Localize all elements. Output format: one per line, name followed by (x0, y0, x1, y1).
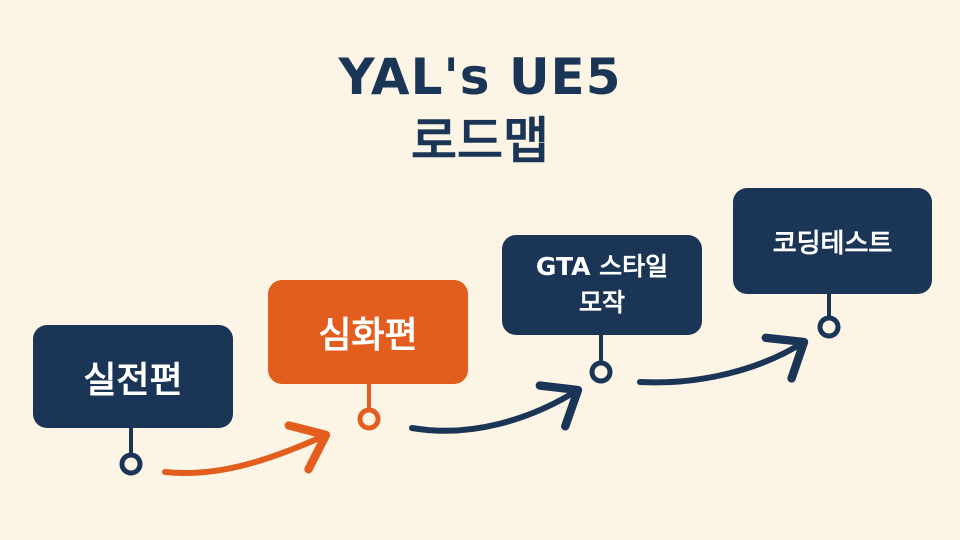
step-box-1: 실전편 (33, 325, 233, 428)
step-box-2: 심화편 (268, 280, 468, 384)
step-label-4: 코딩테스트 (772, 228, 893, 259)
step-label-3: GTA 스타일 모작 (535, 251, 669, 317)
step-box-3: GTA 스타일 모작 (502, 235, 702, 335)
step-box-4: 코딩테스트 (733, 188, 932, 294)
arrow-step-1-to-2 (162, 421, 331, 477)
pin-step-1 (119, 428, 143, 476)
title-line-1: YAL's UE5 (338, 48, 622, 106)
pin-step-3 (589, 335, 613, 384)
pin-step-4 (817, 294, 841, 339)
pin-step-2 (357, 384, 381, 431)
arrow-step-3-to-4 (637, 333, 809, 386)
arrow-step-2-to-3 (409, 381, 583, 434)
step-label-1: 실전편 (83, 359, 183, 401)
title-line-2: 로드맵 (411, 112, 549, 170)
step-label-2: 심화편 (318, 315, 418, 356)
